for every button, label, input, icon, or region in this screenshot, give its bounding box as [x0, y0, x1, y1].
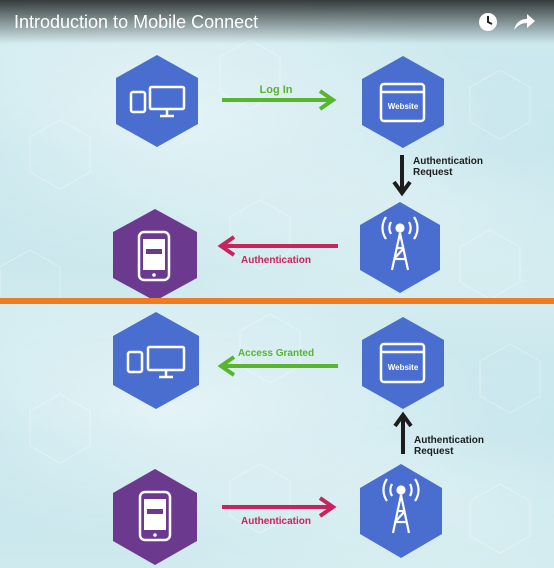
- authentication-arrow-right: [222, 496, 337, 518]
- authentication-arrow-left: [217, 235, 338, 257]
- top-tower-node: [360, 202, 440, 293]
- bottom-website-node: Website: [362, 317, 444, 409]
- auth-request-arrow-up: [393, 411, 413, 454]
- top-website-node: Website: [362, 56, 444, 148]
- cell-tower-icon: [381, 216, 419, 271]
- share-arrow-icon[interactable]: [512, 11, 536, 33]
- video-title-bar: [0, 0, 554, 44]
- auth-request-label-line1: Authentication: [413, 156, 483, 167]
- cell-tower-icon: [382, 478, 420, 534]
- top-diagram-svg: Log In Website Authentication Request: [113, 55, 483, 300]
- website-label: Website: [388, 363, 419, 372]
- login-arrow: [222, 89, 337, 111]
- access-granted-label: Access Granted: [238, 348, 314, 359]
- auth-request-label-line2: Request: [413, 167, 453, 178]
- auth-request-label-line2: Request: [414, 446, 454, 457]
- top-devices-node: [116, 55, 198, 147]
- clock-icon[interactable]: [477, 11, 499, 33]
- auth-request-label-line1: Authentication: [414, 435, 484, 446]
- smartphone-icon: [138, 490, 172, 542]
- top-phone-node: [113, 209, 197, 300]
- authentication-label: Authentication: [241, 255, 311, 266]
- access-granted-arrow-left: [217, 355, 338, 377]
- smartphone-icon: [137, 230, 171, 282]
- bottom-diagram-svg: Access Granted Website Authentication Re…: [113, 312, 484, 565]
- video-title[interactable]: Introduction to Mobile Connect: [14, 12, 259, 32]
- bottom-diagram-panel: Access Granted Website Authentication Re…: [0, 304, 554, 568]
- website-label: Website: [388, 102, 419, 111]
- desktop-and-tablet-icon: [126, 345, 186, 379]
- authentication-label: Authentication: [241, 516, 311, 527]
- login-label: Log In: [260, 84, 293, 96]
- bottom-devices-node: [113, 312, 199, 409]
- top-diagram-panel: Log In Website Authentication Request: [0, 0, 554, 300]
- browser-window-icon: [379, 82, 426, 123]
- bottom-phone-node: [113, 469, 197, 565]
- desktop-and-tablet-icon: [129, 85, 186, 118]
- orange-divider: [0, 298, 554, 304]
- bottom-tower-node: [360, 464, 442, 558]
- auth-request-arrow-down: [392, 155, 412, 197]
- browser-window-icon: [379, 342, 426, 384]
- background-hex-pattern: [29, 313, 541, 554]
